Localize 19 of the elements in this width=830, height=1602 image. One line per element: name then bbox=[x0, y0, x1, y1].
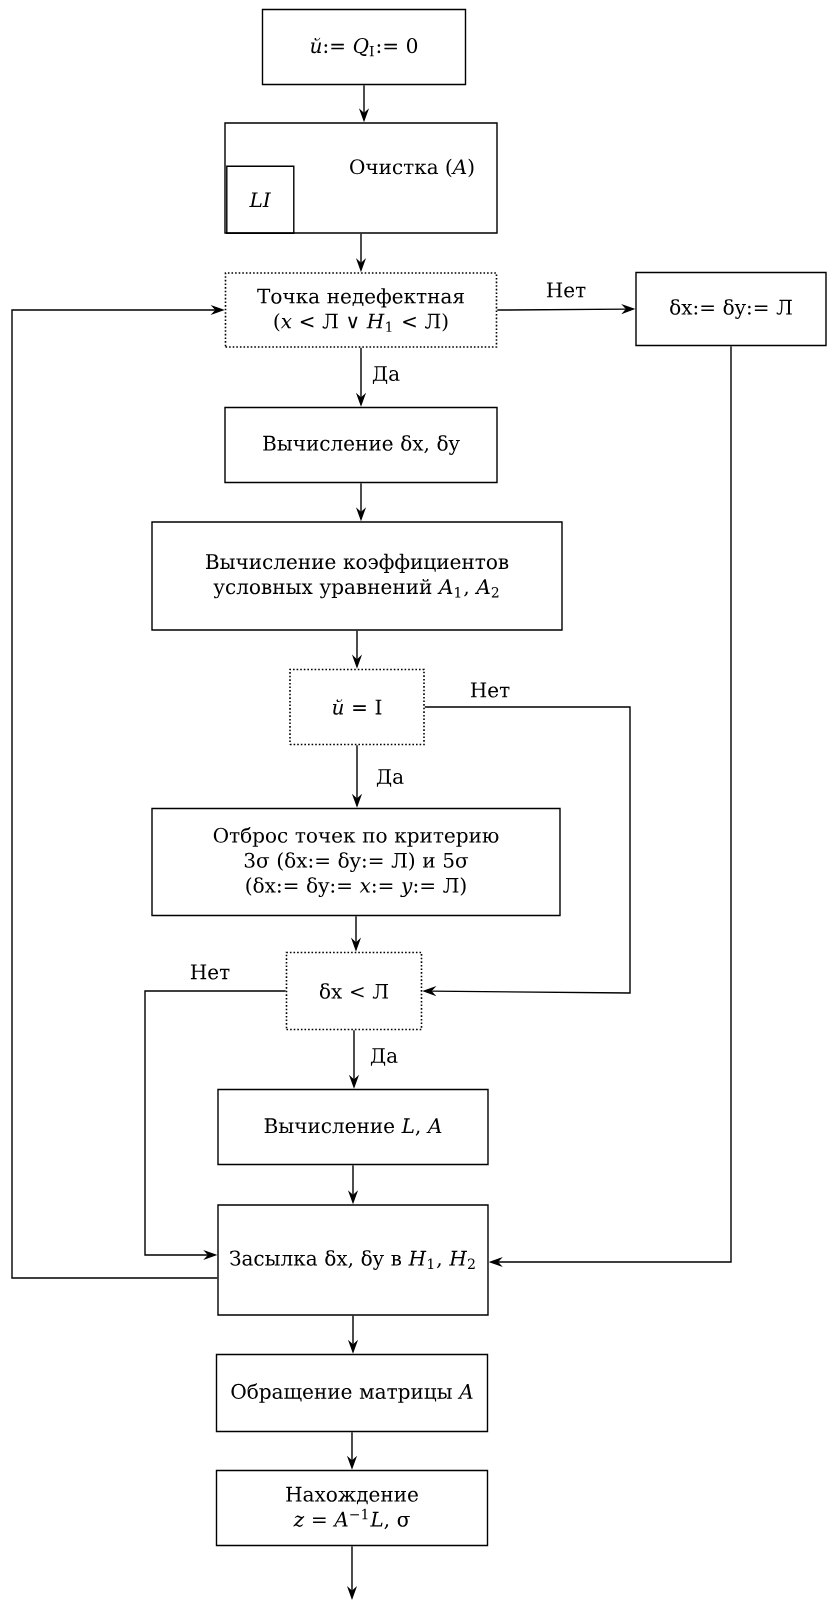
edge-label: Нет bbox=[186, 961, 234, 983]
decision-box: Точка недефектная (x < Л ∨ H$_{1}$ < Л) bbox=[224, 272, 498, 348]
process-box: Вычисление коэффициентов условных уравнений A$_{1}$, A$_{2}$ bbox=[151, 521, 563, 631]
edge-label: Да bbox=[368, 363, 404, 387]
process-box: Вычисление δx, δy bbox=[224, 406, 498, 484]
process-box: й:= Q$_{I}$:= 0 bbox=[261, 8, 467, 86]
edge-label: Нет bbox=[542, 279, 590, 301]
edge-label: Да bbox=[366, 1045, 402, 1069]
decision-box: δx < Л bbox=[285, 951, 423, 1031]
process-box: Нахождение z = A$^{−1}$L, σ bbox=[215, 1469, 489, 1547]
process-box: Засылка δx, δy в H$_{1}$, H$_{2}$ bbox=[217, 1204, 489, 1316]
process-box: Вычисление L, A bbox=[217, 1088, 489, 1166]
edge-label: Нет bbox=[466, 679, 514, 701]
process-box: δx:= δy:= Л bbox=[635, 271, 827, 347]
decision-box: й = I bbox=[289, 668, 425, 746]
inner-box: LI bbox=[226, 165, 295, 234]
process-box: Обращение матрицы A bbox=[215, 1353, 489, 1433]
edge-label: Да bbox=[372, 766, 408, 790]
process-box: Отброс точек по критерию 3σ (δx:= δy:= Л) и 5σ (δx:= δy:= x:= y:= Л) bbox=[151, 807, 561, 917]
